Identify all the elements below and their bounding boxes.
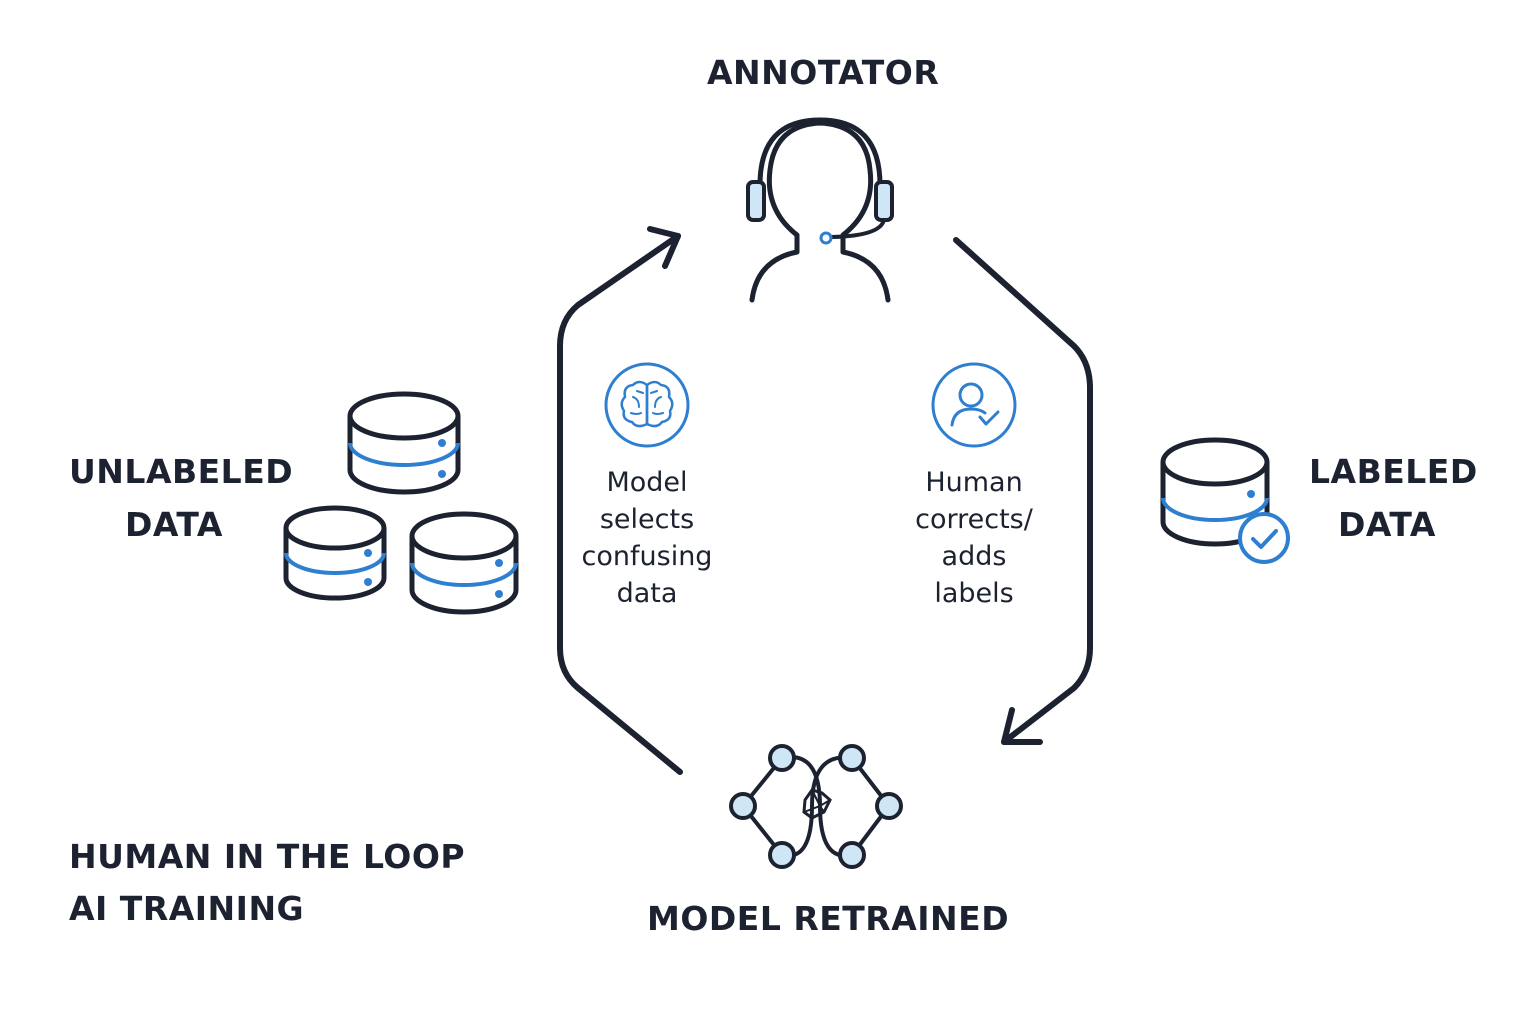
footer-title-line2: AI TRAINING: [69, 889, 305, 928]
model-selects-line: confusing: [581, 541, 713, 572]
labeled-data-label-line1: LABELED: [1309, 452, 1478, 491]
network-node: [768, 744, 796, 772]
model-selects-line: data: [616, 578, 678, 609]
cycle-arrows: [557, 226, 1093, 775]
human-corrects-line: adds: [941, 541, 1007, 572]
footer-title-line1: HUMAN IN THE LOOP: [69, 837, 466, 876]
labeled-database-icon: [1160, 437, 1290, 564]
database-icon: [347, 391, 461, 495]
network-node: [729, 792, 757, 820]
brain-icon: [604, 362, 690, 448]
model-selects-line: selects: [599, 504, 695, 535]
unlabeled-data-label-line2: DATA: [125, 505, 223, 544]
model-retrained-label: MODEL RETRAINED: [647, 899, 1010, 938]
human-corrects-line: Human: [925, 467, 1023, 498]
annotator-label: ANNOTATOR: [707, 53, 940, 92]
arrow-to-annotator-head: [647, 226, 681, 269]
database-icon: [409, 511, 519, 615]
human-corrects-text: Human corrects/ adds labels: [899, 464, 1049, 612]
human-corrects-line: corrects/: [915, 504, 1033, 535]
labeled-data-label-line2: DATA: [1338, 505, 1436, 544]
user-check-icon: [931, 362, 1017, 448]
check-badge-icon: [1238, 512, 1290, 564]
model-selects-text: Model selects confusing data: [572, 464, 722, 612]
model-selects-line: Model: [606, 467, 688, 498]
arrow-to-model-head: [1001, 707, 1043, 745]
neural-network-icon: [729, 744, 903, 869]
database-icon: [283, 505, 387, 601]
network-node: [875, 792, 903, 820]
network-node: [838, 744, 866, 772]
human-corrects-line: labels: [934, 578, 1014, 609]
unlabeled-databases-icon: [283, 391, 519, 615]
arrow-to-model: [953, 237, 1093, 745]
arrow-to-annotator: [557, 233, 683, 775]
network-node: [768, 841, 796, 869]
network-node: [838, 841, 866, 869]
headset-person-icon: [746, 117, 894, 303]
unlabeled-data-label-line1: UNLABELED: [69, 452, 294, 491]
